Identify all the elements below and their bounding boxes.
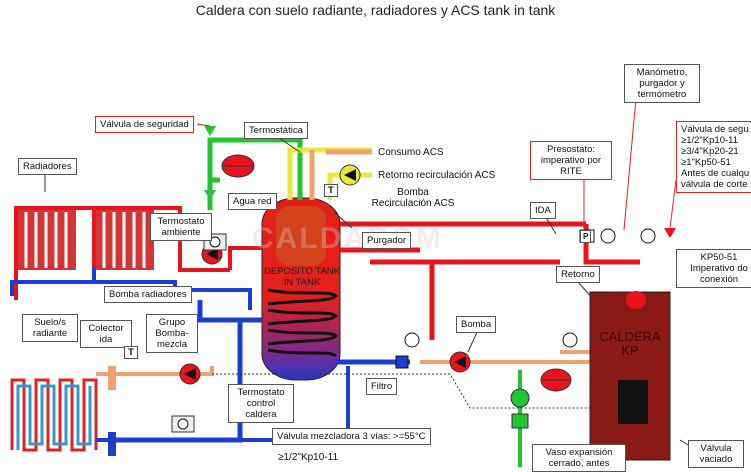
label-vaso-expansion: Vaso expansión cerrado, antes [532, 444, 626, 472]
filter-icon [395, 355, 409, 369]
label-bomba-radiadores: Bomba radiadores [104, 286, 192, 303]
label-valvula-mezcladora: Válvula mezcladora 3 vías: >=55°C [272, 428, 431, 445]
thermometer-gauge-icon [640, 228, 656, 244]
collector-return [108, 432, 116, 456]
label-termostato-ambiente: Termostato ambiente [150, 213, 212, 241]
label-valvula-seguridad: Válvula de seguridad [95, 116, 194, 133]
label-caldera: CALDERA KP [599, 329, 661, 358]
label-termostatica: Termostática [244, 122, 308, 139]
page-title: Caldera con suelo radiante, radiadores y… [195, 2, 556, 18]
temp-sensor-return-icon [562, 332, 578, 348]
thermostat-tag: T [324, 184, 338, 197]
label-bomba: Bomba [456, 316, 497, 333]
temp-sensor-icon [404, 332, 420, 348]
label-retorno: Retorno [556, 266, 600, 283]
disconnector-valve [510, 388, 530, 429]
label-agua-red: Agua red [228, 193, 277, 210]
label-bomba-recirculacion: Bomba Recirculación ACS [371, 187, 455, 209]
label-ida: IDA [530, 202, 556, 219]
check-valve-icon [204, 190, 216, 200]
collector-ida [108, 366, 116, 390]
label-kp-note: KP50-51 Imperativo do conexión [676, 249, 751, 288]
label-manometro: Manómetro, purgador y termómetro [624, 64, 700, 103]
recirculation-pump [339, 164, 361, 186]
expansion-vessel-heating [540, 368, 572, 392]
pressure-switch-tag: P [580, 230, 592, 243]
label-termostato-control: Termostato control caldera [228, 384, 294, 423]
mixing-pump [179, 363, 201, 385]
label-bottom-sizes: ≥1/2"Kp10-11 [278, 452, 339, 463]
label-colector-ida: Colector ida [80, 320, 132, 348]
boiler [589, 291, 671, 461]
label-filtro: Filtro [366, 378, 398, 395]
expansion-vessel-acs [221, 154, 255, 178]
radiator-left [18, 210, 76, 270]
safety-valve-icon [204, 126, 216, 136]
label-retorno-recirculacion: Retorno recirculación ACS [378, 170, 496, 181]
label-valvula-vaciado: Válvula vaciado [688, 440, 744, 468]
watermark: CALDAROM [252, 222, 443, 255]
label-valvula-seguridad-sizes: Válvula de segu ≥1/2"Kp10-11 ≥3/4"Kp20-2… [676, 121, 751, 193]
boiler-safety-valve-icon [664, 228, 676, 238]
label-radiadores: Radiadores [18, 158, 77, 175]
mixing-thermostat-icon [171, 415, 195, 433]
underfloor-heating [10, 378, 98, 452]
label-presostato: Presostato: imperativo por RITE [530, 141, 612, 180]
leader-lines [196, 97, 677, 231]
label-suelo-radiante: Suelo/s radiante [22, 314, 78, 342]
collector-thermostat-tag: T [124, 346, 138, 359]
label-consumo-acs: Consumo ACS [378, 147, 444, 158]
label-purgador: Purgador [362, 232, 412, 249]
main-pump [449, 351, 471, 373]
label-deposito: DEPOSITO TANK IN TANK [263, 266, 341, 288]
label-grupo-bomba-mezcla: Grupo Bomba-mezcla [146, 314, 198, 353]
boiler-return-pipe [420, 350, 590, 364]
radiator-right [96, 210, 154, 270]
control-wire [212, 373, 600, 409]
pressure-gauge-icon [600, 228, 616, 244]
cold-water-supply [207, 137, 303, 210]
tank-in-tank [261, 197, 341, 381]
